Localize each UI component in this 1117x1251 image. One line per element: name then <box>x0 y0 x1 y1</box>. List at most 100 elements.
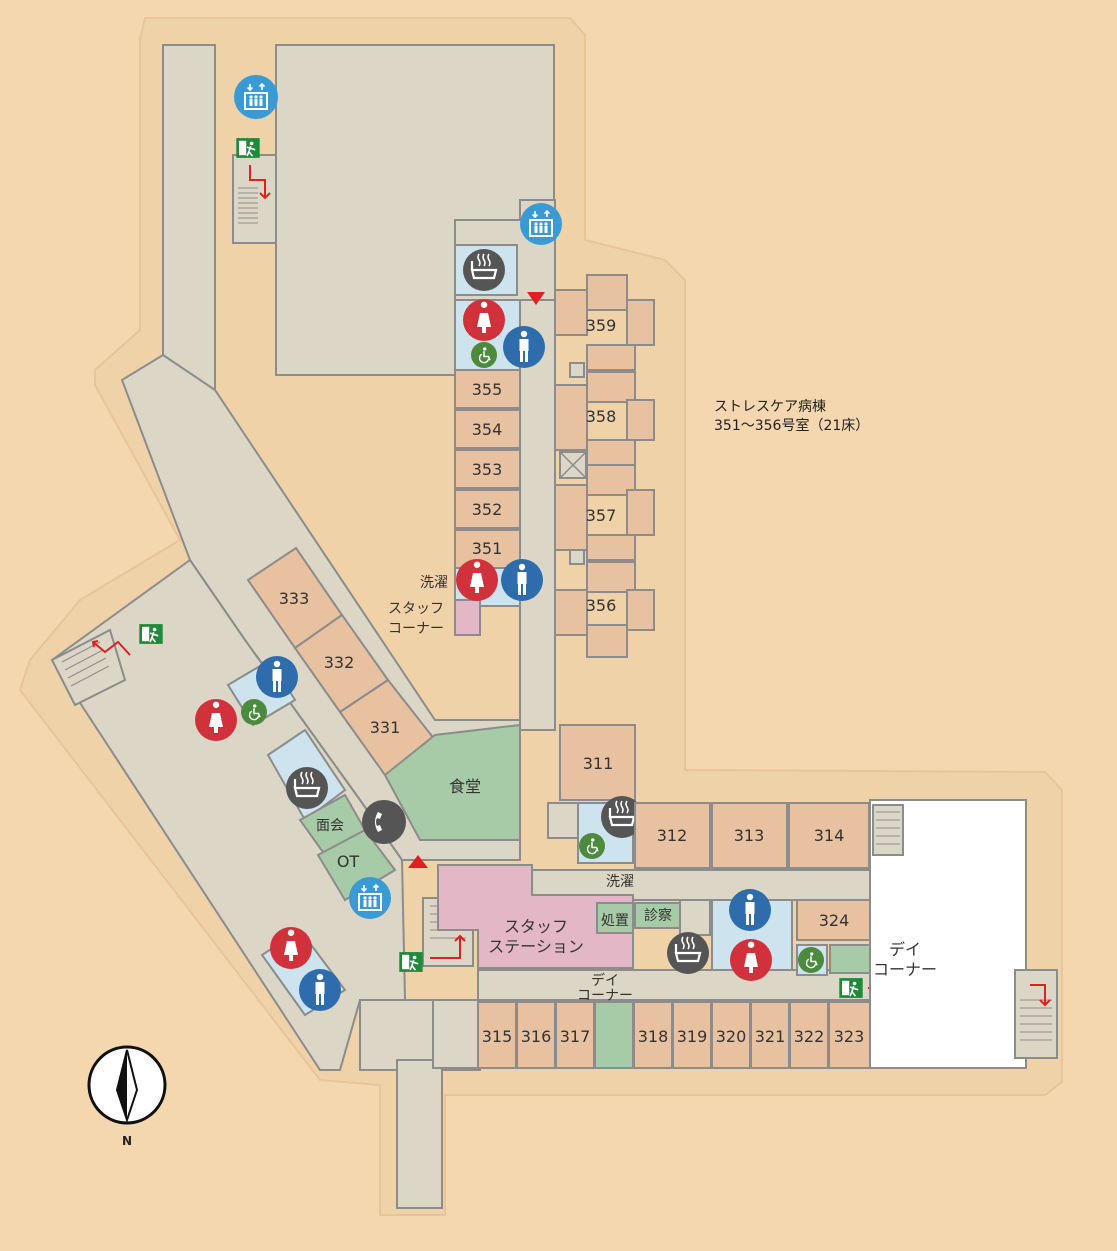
exam-label: 診察 <box>644 907 672 924</box>
room-316-label: 316 <box>521 1027 552 1046</box>
emergency-exit-icon <box>398 951 424 973</box>
staff-corner-north-label-1: スタッフ <box>388 601 444 617</box>
ward-info: ストレスケア病棟 351～356号室（21床） <box>714 398 869 436</box>
elevator-icon <box>234 75 278 119</box>
phone-icon <box>362 800 406 844</box>
accessible-toilet-icon <box>471 342 497 368</box>
treatment-room <box>596 902 634 934</box>
stairs-north <box>232 154 277 244</box>
accessible-toilet-icon <box>579 833 605 859</box>
ward-info-title: ストレスケア病棟 <box>714 399 826 415</box>
male-toilet-icon <box>299 969 341 1011</box>
stairs-west <box>50 628 127 707</box>
bath-icon <box>463 249 505 291</box>
day-corner-small-label-2: コーナー <box>577 988 633 1004</box>
south-utility <box>432 999 479 1069</box>
room-351-label: 351 <box>472 539 503 558</box>
stairs-north-steps <box>238 187 258 224</box>
room-323-label: 323 <box>834 1027 865 1046</box>
room-321-label: 321 <box>755 1027 786 1046</box>
bath-icon <box>286 767 328 809</box>
room-318-label: 318 <box>638 1027 669 1046</box>
room-313-label: 313 <box>734 826 765 845</box>
staff-station-label-1: スタッフ <box>504 917 568 936</box>
room-331-label: 331 <box>370 718 401 737</box>
emergency-exit-icon <box>838 977 864 999</box>
ot-label: OT <box>337 852 360 871</box>
east-room-cluster <box>554 274 655 658</box>
compass: N <box>87 1045 167 1148</box>
room-323 <box>828 1001 871 1069</box>
room-319-label: 319 <box>677 1027 708 1046</box>
elevator-icon <box>520 203 562 245</box>
laundry-south-label: 洗濯 <box>606 874 634 890</box>
male-toilet-icon <box>503 326 545 368</box>
room-315-label: 315 <box>482 1027 513 1046</box>
dining-label: 食堂 <box>449 777 481 796</box>
escape-arrow-north <box>249 165 271 200</box>
visit-label: 面会 <box>316 818 344 834</box>
female-toilet-icon <box>195 699 237 741</box>
room-358-label: 358 <box>586 407 617 426</box>
room-314 <box>788 802 870 869</box>
day-corner-label-1: デイ <box>889 940 921 959</box>
room-332-label: 332 <box>324 653 355 672</box>
room-320-label: 320 <box>716 1027 747 1046</box>
compass-north-label: N <box>122 1134 132 1148</box>
room-324-label: 324 <box>819 911 850 930</box>
staff-station <box>437 864 634 969</box>
room-352-label: 352 <box>472 500 503 519</box>
room-316 <box>516 1001 556 1069</box>
room-357-label: 357 <box>586 506 617 525</box>
room-312-label: 312 <box>657 826 688 845</box>
room-355 <box>454 369 521 409</box>
room-321 <box>750 1001 790 1069</box>
stairs-east-upper <box>872 804 904 856</box>
staff-corner-north <box>454 599 481 636</box>
room-353-label: 353 <box>472 460 503 479</box>
emergency-exit-icon <box>138 623 164 645</box>
north-corridor <box>162 44 216 391</box>
room-354 <box>454 409 521 449</box>
storage-room <box>547 802 579 839</box>
ot-room <box>316 828 397 902</box>
accessible-toilet-icon <box>798 947 824 973</box>
room-359-label: 359 <box>586 316 617 335</box>
emergency-exit-icon <box>235 137 261 159</box>
room-311 <box>559 724 636 801</box>
room-333-label: 333 <box>279 589 310 608</box>
room-353 <box>454 449 521 489</box>
room-351 <box>454 529 521 569</box>
male-toilet-icon <box>256 656 298 698</box>
exam-room <box>634 902 681 929</box>
day-corner-small-label-1: デイ <box>591 972 619 989</box>
green-room-south <box>594 1001 634 1069</box>
ward-info-rooms: 351～356号室（21床） <box>714 418 870 434</box>
stairs-east-steps <box>1020 999 1052 1041</box>
stairs-east-upper-steps <box>876 811 900 845</box>
room-315 <box>477 1001 517 1069</box>
female-toilet-icon <box>270 927 312 969</box>
female-toilet-icon <box>730 939 772 981</box>
room-317-label: 317 <box>560 1027 591 1046</box>
triangle-marker-west <box>408 855 428 868</box>
triangle-marker-north <box>527 292 545 305</box>
escape-arrow-east-stairs <box>1030 984 1051 1007</box>
bath-icon <box>601 796 643 838</box>
escape-arrow-west <box>91 640 131 656</box>
bath-icon <box>667 932 709 974</box>
room-312 <box>634 802 711 869</box>
elevator-icon <box>349 877 391 919</box>
laundry-north-label: 洗濯 <box>420 575 448 591</box>
day-corner-label-2: コーナー <box>873 960 937 979</box>
male-toilet-icon <box>501 559 543 601</box>
dining-room <box>383 723 521 841</box>
room-352 <box>454 489 521 529</box>
utility-room <box>679 899 711 936</box>
room-354-label: 354 <box>472 420 503 439</box>
female-toilet-icon <box>456 559 498 601</box>
small-green-room <box>829 944 871 974</box>
sw-wing-block <box>50 558 407 1071</box>
escape-arrow-south <box>430 934 466 959</box>
